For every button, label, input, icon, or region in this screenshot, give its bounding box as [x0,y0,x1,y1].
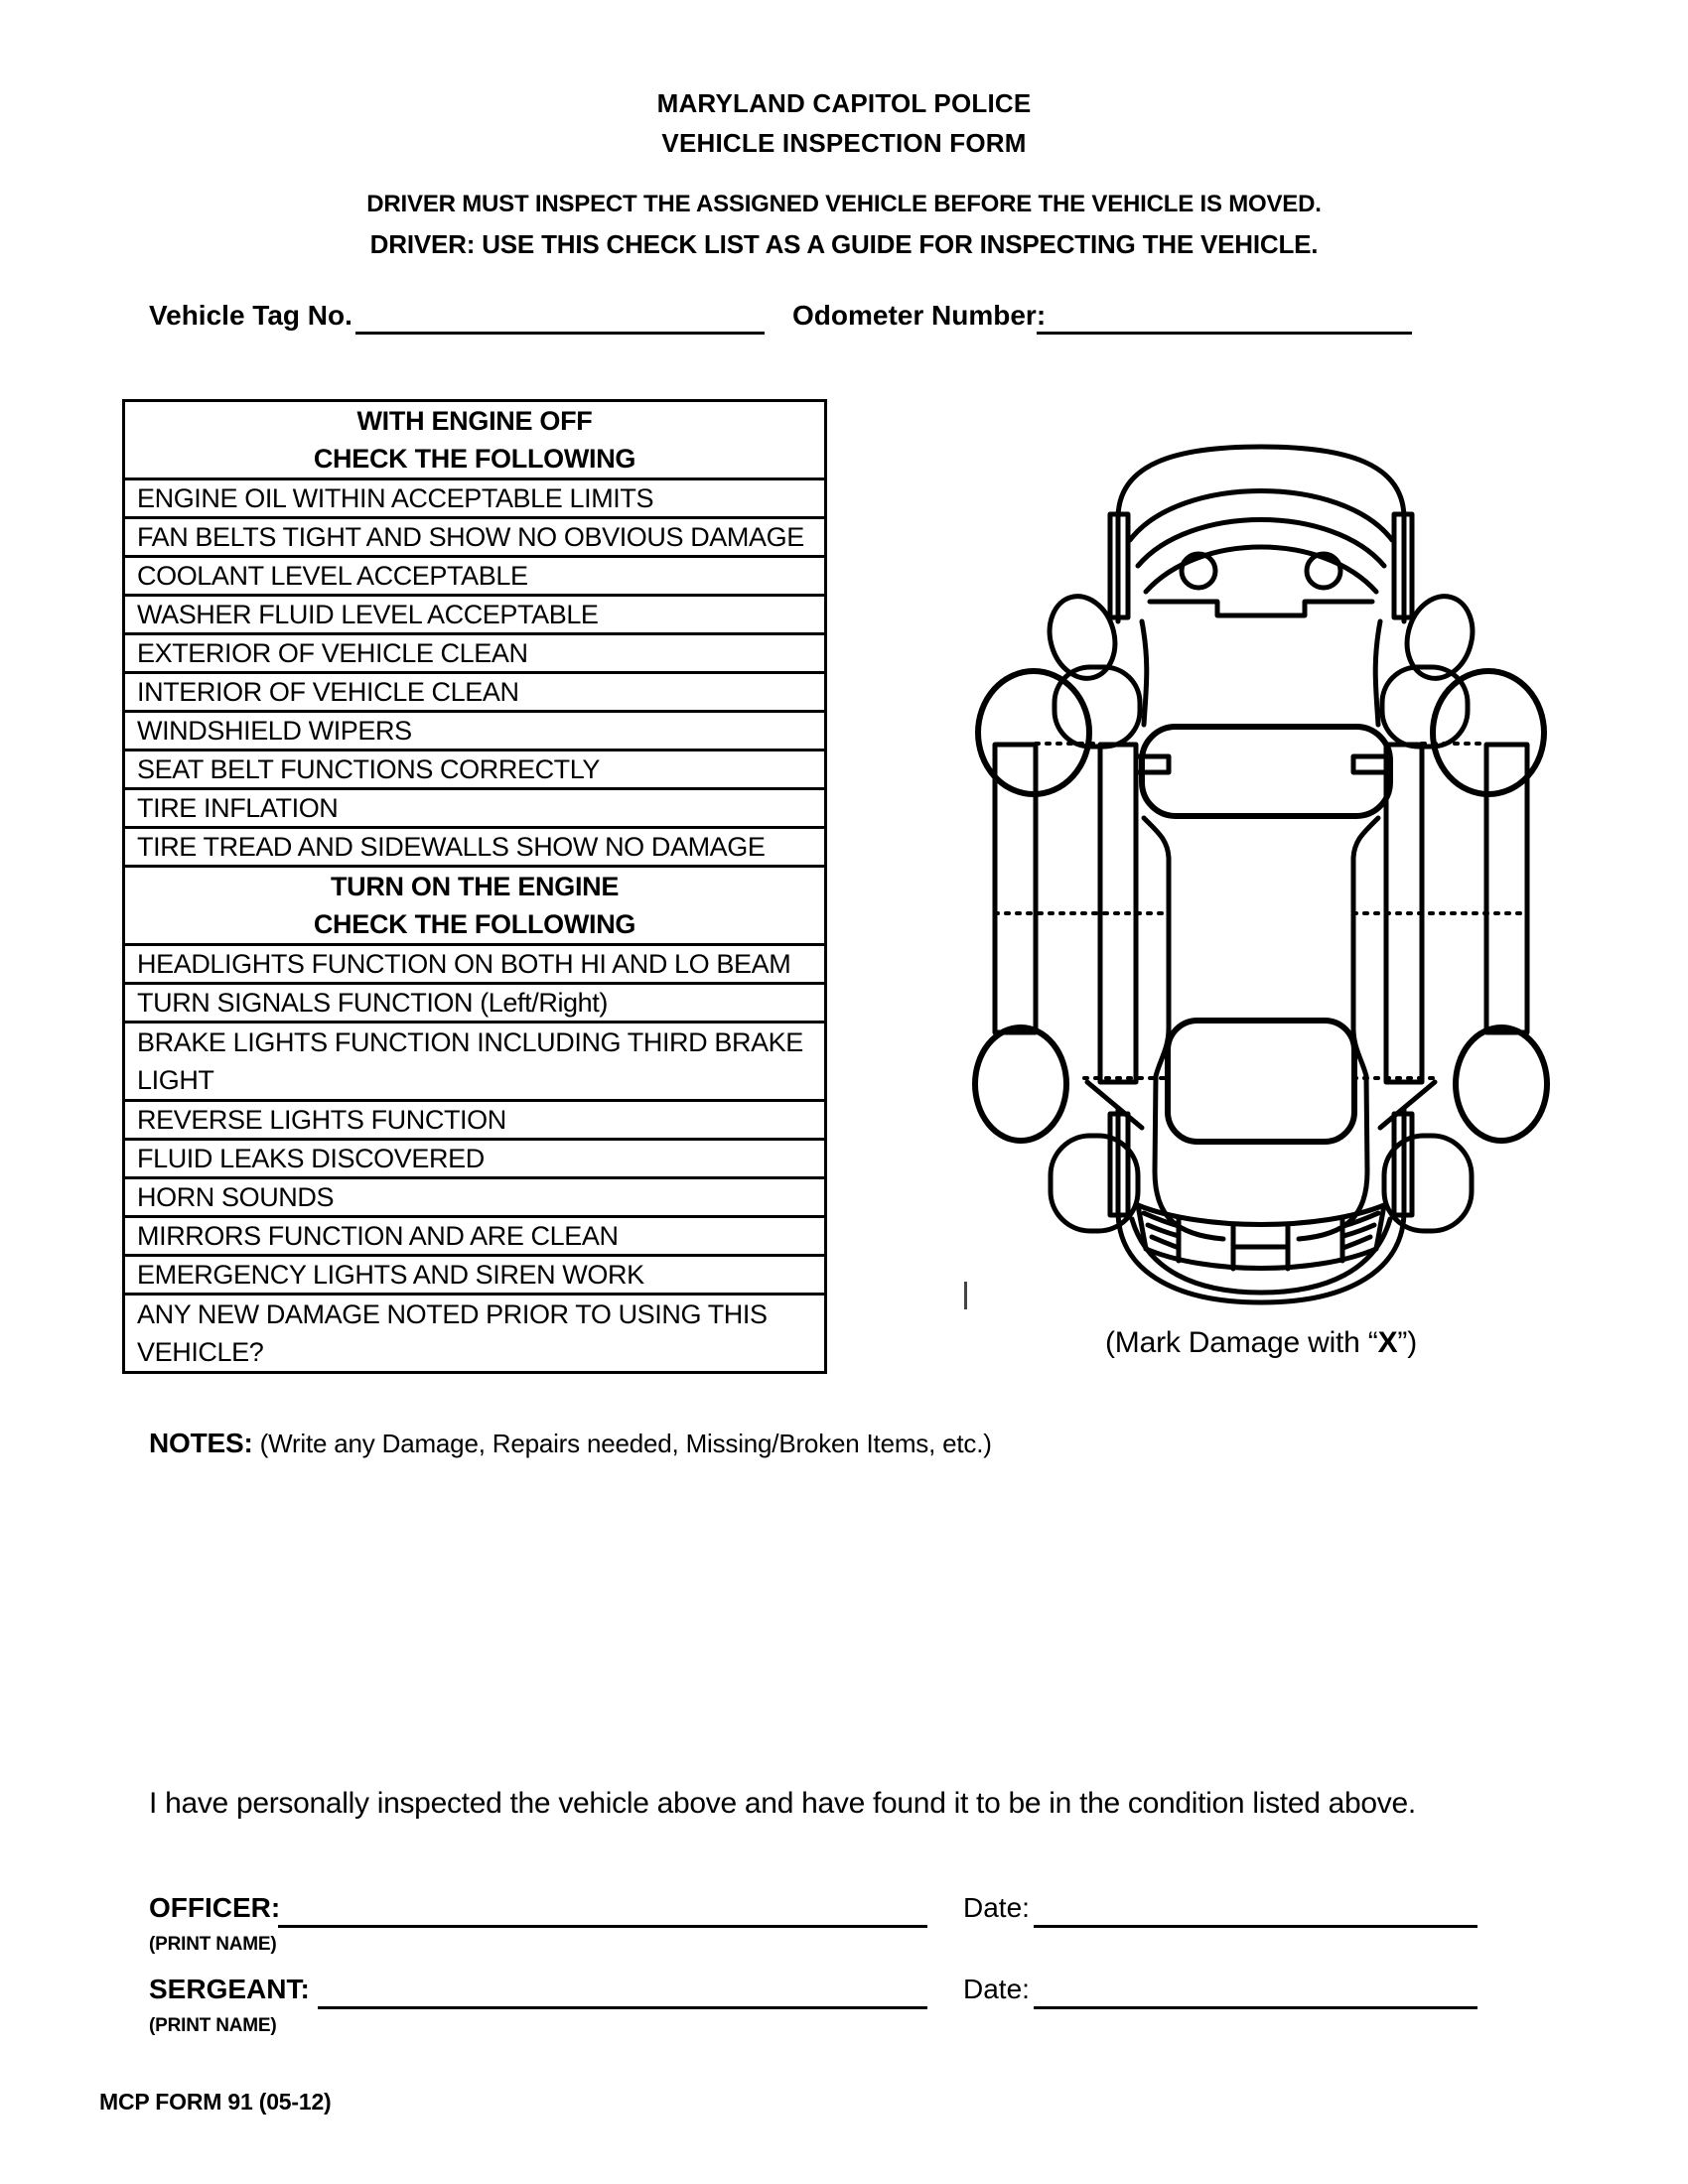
instruction-line-2: DRIVER: USE THIS CHECK LIST AS A GUIDE F… [369,229,1319,259]
vehicle-tag-label: Vehicle Tag No. [149,300,352,331]
checklist-item-row: MIRRORS FUNCTION AND ARE CLEAN [125,1215,824,1254]
checklist-item-row: TURN SIGNALS FUNCTION (Left/Right) [125,982,824,1021]
officer-label: OFFICER: [149,1892,281,1923]
fold-dotted-lines [993,742,1529,1080]
damage-caption-suffix: ”) [1397,1326,1417,1359]
rear-bumper-trunk [1107,1107,1415,1305]
checklist-item-row: REVERSE LIGHTS FUNCTION [125,1099,824,1138]
form-number: MCP FORM 91 (05-12) [99,2089,332,2115]
checklist-item-row: HEADLIGHTS FUNCTION ON BOTH HI AND LO BE… [125,943,824,982]
officer-date-input-line[interactable] [1034,1889,1477,1928]
checklist-item-row: ANY NEW DAMAGE NOTED PRIOR TO USING THIS… [125,1293,824,1371]
side-mirror-icons [1047,594,1476,681]
odometer-label: Odometer Number: [792,300,1047,331]
checklist-item-row: ENGINE OIL WITHIN ACCEPTABLE LIMITS [125,478,824,516]
notes-heading: NOTES: (Write any Damage, Repairs needed… [149,1428,992,1459]
officer-print-name-label: (PRINT NAME) [149,1934,277,1955]
notes-label: NOTES: [149,1428,253,1458]
checklist-item-row: EXTERIOR OF VEHICLE CLEAN [125,632,824,671]
instruction-line-1: DRIVER MUST INSPECT THE ASSIGNED VEHICLE… [366,191,1322,217]
checklist-item-row: WASHER FLUID LEVEL ACCEPTABLE [125,594,824,632]
sergeant-print-name-label: (PRINT NAME) [149,2015,277,2036]
rear-window [1165,1018,1357,1145]
body-outline [1139,618,1383,1242]
sergeant-date-label: Date: [963,1974,1030,2004]
officer-date-label: Date: [963,1892,1030,1923]
checklist-item-row: TIRE INFLATION [125,787,824,826]
checklist-item-row: BRAKE LIGHTS FUNCTION INCLUDING THIRD BR… [125,1021,824,1099]
sergeant-name-input-line[interactable] [318,1971,927,2009]
fender-panels [1048,664,1475,1234]
windshield [1139,724,1393,819]
sergeant-date-input-line[interactable] [1034,1971,1477,2009]
damage-caption-prefix: (Mark Damage with “ [1105,1326,1378,1359]
checklist-item-row: INTERIOR OF VEHICLE CLEAN [125,671,824,710]
vehicle-damage-diagram[interactable] [971,425,1551,1308]
stray-mark [964,1282,967,1309]
checklist-item-row: FAN BELTS TIGHT AND SHOW NO OBVIOUS DAMA… [125,516,824,555]
checklist-item-row: TIRE TREAD AND SIDEWALLS SHOW NO DAMAGE [125,826,824,865]
checklist-section-header-engine-off: WITH ENGINE OFF CHECK THE FOLLOWING [313,406,636,474]
officer-name-input-line[interactable] [278,1889,927,1928]
damage-caption: (Mark Damage with “X”) [973,1326,1549,1360]
vehicle-tag-input-line[interactable] [355,298,765,335]
checklist-item-row: COOLANT LEVEL ACCEPTABLE [125,555,824,594]
notes-writein-area[interactable] [139,1477,1549,1765]
checklist-item-row: SEAT BELT FUNCTIONS CORRECTLY [125,749,824,787]
form-title-name: VEHICLE INSPECTION FORM [661,128,1027,158]
front-bumper [1107,444,1415,624]
notes-hint: (Write any Damage, Repairs needed, Missi… [252,1429,992,1458]
checklist-item-row: EMERGENCY LIGHTS AND SIREN WORK [125,1254,824,1293]
wheel-icons [972,668,1550,1144]
checklist-section-header-engine-on: TURN ON THE ENGINE CHECK THE FOLLOWING [125,865,824,943]
checklist-item-row: WINDSHIELD WIPERS [125,710,824,749]
checklist-item-row: FLUID LEAKS DISCOVERED [125,1138,824,1176]
inspection-checklist-table: WITH ENGINE OFF CHECK THE FOLLOWING ENGI… [122,399,827,1374]
odometer-input-line[interactable] [1037,298,1412,335]
form-title-agency: MARYLAND CAPITOL POLICE [656,88,1032,118]
inspection-statement: I have personally inspected the vehicle … [149,1787,1416,1820]
hood-and-headlights [1147,551,1375,618]
checklist-item-row: HORN SOUNDS [125,1176,824,1215]
sergeant-label: SERGEANT: [149,1974,310,2004]
damage-caption-x: X [1377,1326,1398,1359]
